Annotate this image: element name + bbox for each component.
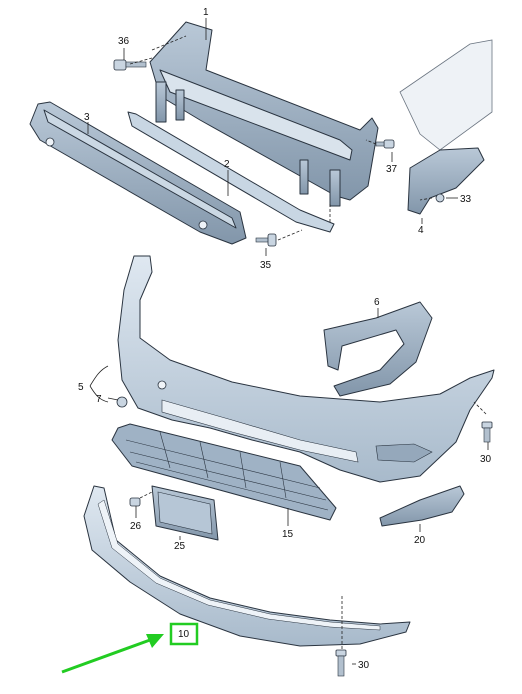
part-lower-grille-15[interactable] (111, 423, 337, 521)
part-bumper-cover-5[interactable] (117, 255, 495, 483)
callout-37: 37 (386, 164, 398, 175)
nut-33-icon (435, 193, 445, 203)
screw-37-icon (375, 139, 395, 149)
part-bracket-4[interactable] (407, 147, 485, 215)
callout-1: 1 (203, 7, 209, 18)
part-trim-strip-20[interactable] (379, 485, 465, 527)
callout-35: 35 (260, 260, 272, 271)
callout-labels: 1 36 3 2 37 33 4 35 6 5 7 30 20 15 25 26… (78, 7, 492, 671)
callout-10: 10 (178, 629, 190, 640)
callout-7: 7 (96, 394, 102, 405)
part-bracket-6[interactable] (323, 301, 433, 397)
part-impact-absorber-3[interactable] (29, 101, 247, 245)
callout-2: 2 (224, 159, 230, 170)
dashed-guide-lines (129, 35, 487, 650)
callout-25: 25 (174, 541, 186, 552)
part-plate-holder-25[interactable] (151, 485, 219, 541)
callout-33: 33 (460, 194, 472, 205)
highlight-arrow-icon (61, 634, 164, 674)
callout-3: 3 (84, 112, 90, 123)
callout-30-lower: 30 (358, 660, 370, 671)
clip-26-icon (129, 497, 141, 507)
callout-26: 26 (130, 521, 142, 532)
callout-30-upper: 30 (480, 454, 492, 465)
callout-5: 5 (78, 382, 84, 393)
leader-lines (87, 18, 489, 665)
part-spoiler-10[interactable] (83, 485, 411, 647)
clip-7-icon (116, 396, 128, 408)
callout-36: 36 (118, 36, 130, 47)
screw-30-upper-icon (481, 421, 493, 443)
screw-30-lower-icon (335, 649, 347, 677)
callout-15: 15 (282, 529, 294, 540)
part-guide-strip-2[interactable] (127, 111, 335, 233)
callout-6: 6 (374, 297, 380, 308)
callout-4: 4 (418, 225, 424, 236)
part-fender-outline (399, 39, 493, 151)
part-bumper-carrier-1[interactable] (149, 21, 379, 207)
bolt-36-icon (113, 59, 147, 71)
highlight-box (169, 622, 199, 646)
callout-20: 20 (414, 535, 426, 546)
screw-35-icon (255, 233, 277, 247)
